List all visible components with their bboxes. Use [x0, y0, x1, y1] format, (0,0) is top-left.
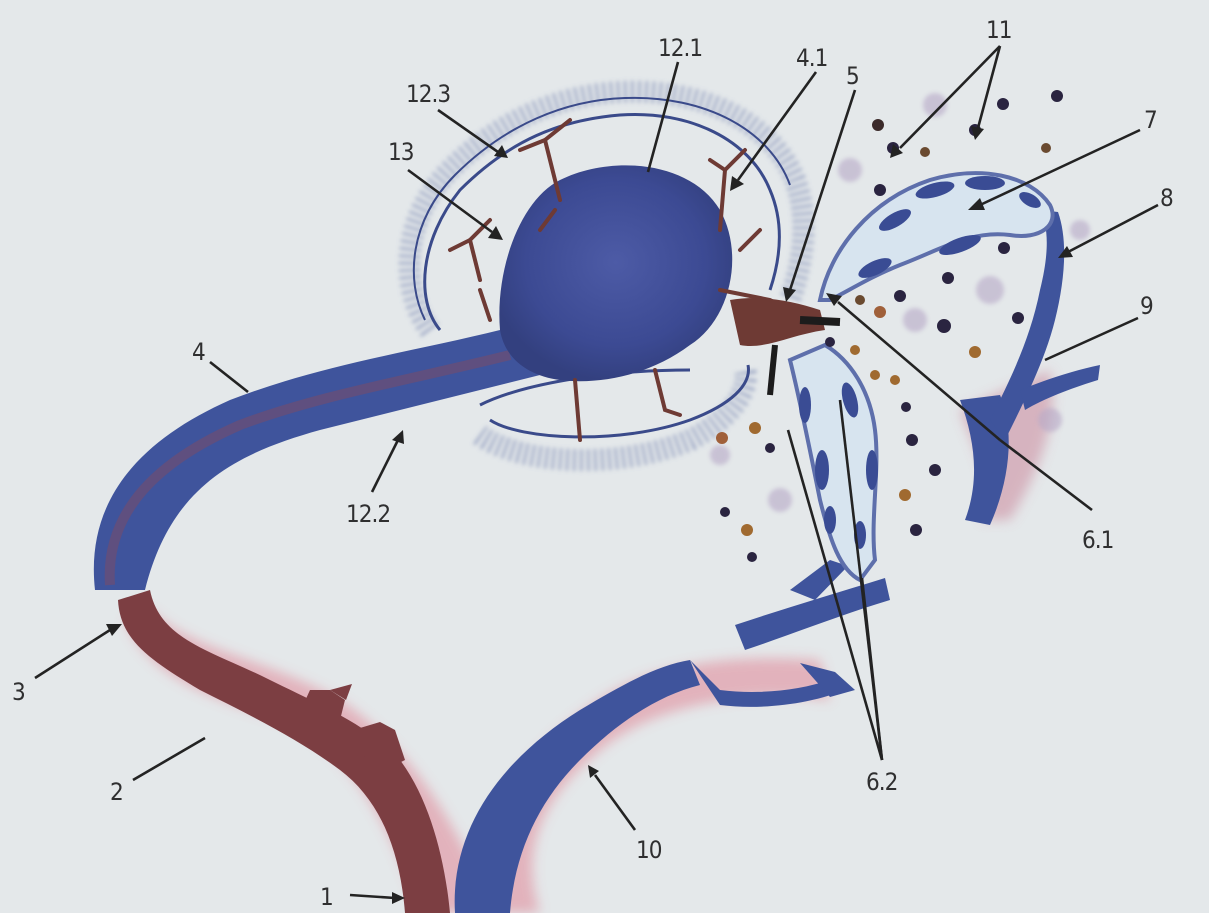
label-1: 1: [320, 883, 333, 911]
proximal-tubule: [820, 173, 1053, 300]
label-5: 5: [846, 62, 859, 90]
label-12-2: 12.2: [346, 500, 390, 528]
label-6-1: 6.1: [1082, 526, 1113, 554]
label-7: 7: [1144, 106, 1157, 134]
distal-tubule: [790, 345, 878, 580]
label-4-1: 4.1: [796, 44, 827, 72]
label-11: 11: [986, 16, 1011, 44]
label-9: 9: [1140, 292, 1153, 320]
label-10: 10: [636, 836, 662, 864]
label-12-1: 12.1: [658, 34, 702, 62]
label-12-3: 12.3: [406, 80, 450, 108]
label-3: 3: [12, 678, 25, 706]
label-13: 13: [388, 138, 414, 166]
label-8: 8: [1160, 184, 1173, 212]
label-6-2: 6.2: [866, 768, 897, 796]
afferent-arteriole: [118, 590, 450, 913]
efferent-vessel: [94, 320, 560, 590]
label-2: 2: [110, 778, 123, 806]
glomerulus: [499, 165, 732, 381]
label-4: 4: [192, 338, 205, 366]
